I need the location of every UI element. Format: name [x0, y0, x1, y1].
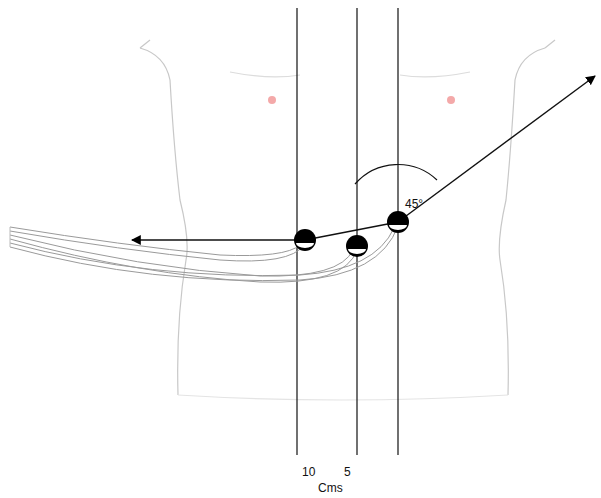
instrument-cables — [10, 226, 398, 282]
angle-arc — [355, 165, 437, 184]
torso-outline — [140, 40, 555, 400]
nipple — [268, 96, 276, 104]
nipple — [447, 96, 455, 104]
trocar-ports — [294, 211, 409, 257]
direction-arrow — [132, 239, 305, 240]
dimension-label: 10 — [302, 466, 315, 478]
direction-arrow — [398, 76, 595, 222]
reference-lines — [297, 8, 398, 455]
dimension-label: 5 — [344, 466, 351, 478]
unit-label: Cms — [318, 482, 343, 494]
angle-label: 45° — [405, 198, 423, 210]
